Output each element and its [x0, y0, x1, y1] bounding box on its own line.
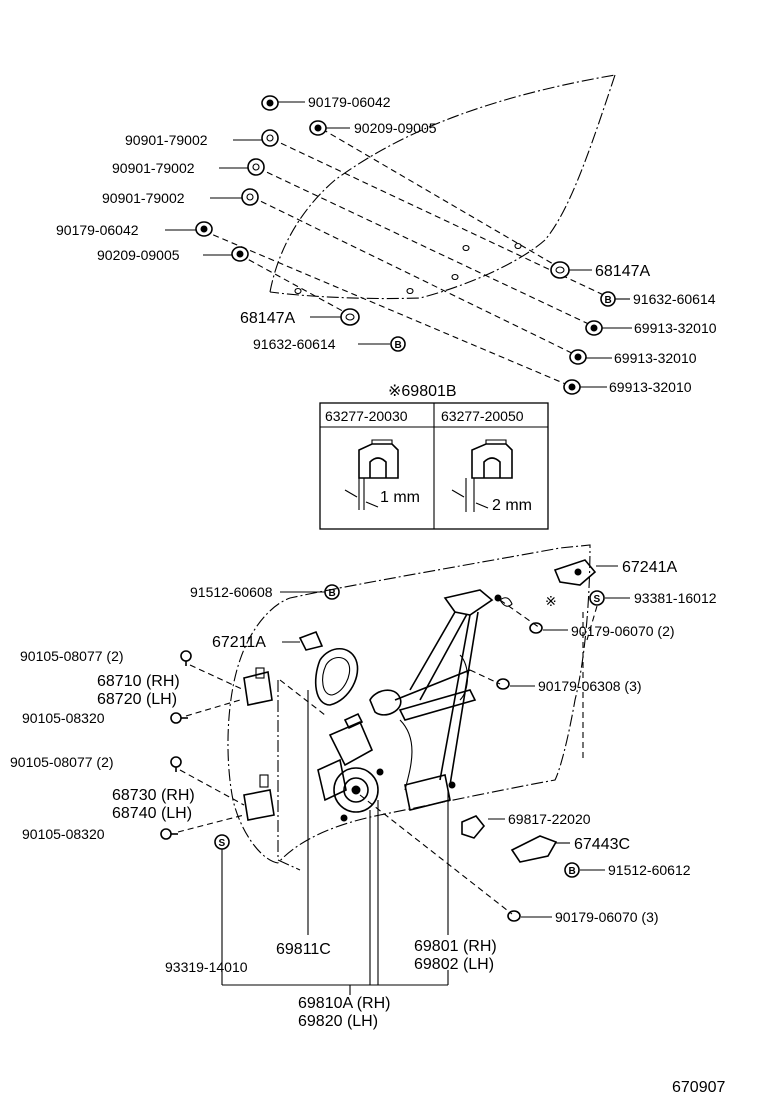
clip-69817 — [461, 815, 486, 839]
svg-text:S: S — [219, 838, 226, 849]
label-90901-79002-c: 90901-79002 — [102, 190, 185, 206]
svg-text:B: B — [569, 866, 576, 877]
label-90179-06042-a: 90179-06042 — [308, 94, 391, 110]
svg-text:B: B — [329, 588, 336, 599]
badge-b-4: B — [564, 862, 580, 878]
diagram-number: 670907 — [672, 1079, 725, 1096]
label-91632-60614-left: 91632-60614 — [253, 336, 336, 352]
motor-cover-plate — [298, 630, 359, 706]
badge-s-1: S — [589, 590, 605, 606]
label-69810a-rh: 69810A (RH) — [298, 995, 391, 1012]
label-69811c: 69811C — [276, 941, 331, 958]
top-leaders — [165, 101, 632, 388]
label-90179-06070-2: 90179-06070 (2) — [571, 623, 675, 639]
label-93319-14010: 93319-14010 — [165, 959, 248, 975]
label-69913-32010-a: 69913-32010 — [634, 320, 717, 336]
svg-text:B: B — [395, 340, 402, 351]
glass-bushings — [195, 95, 603, 395]
label-69913-32010-c: 69913-32010 — [609, 379, 692, 395]
label-90179-06042-b: 90179-06042 — [56, 222, 139, 238]
label-asterisk-mark: ※ — [545, 593, 557, 609]
label-67211a: 67211A — [212, 634, 266, 651]
bracket-67443c — [510, 835, 558, 863]
lock-bracket-67241a — [553, 559, 597, 586]
label-67241a: 67241A — [622, 559, 677, 576]
label-68730-rh: 68730 (RH) — [112, 787, 195, 804]
inset-col-right: 63277-20050 — [441, 408, 524, 424]
label-69913-32010-b: 69913-32010 — [614, 350, 697, 366]
label-90105-08320-a: 90105-08320 — [22, 710, 105, 726]
right-leaders — [280, 565, 630, 918]
bottom-leaders — [221, 690, 449, 995]
label-90105-08077-b: 90105-08077 (2) — [10, 754, 114, 770]
label-91512-60612: 91512-60612 — [608, 862, 691, 878]
label-93381-16012: 93381-16012 — [634, 590, 717, 606]
label-91632-60614-right: 91632-60614 — [633, 291, 716, 307]
badge-s-2: S — [214, 834, 230, 850]
badge-b-3: B — [324, 584, 340, 600]
badge-b-1: B — [390, 336, 406, 352]
label-67443c: 67443C — [574, 836, 630, 853]
label-90105-08320-b: 90105-08320 — [22, 826, 105, 842]
label-68147a-left: 68147A — [240, 310, 295, 327]
inset-dim-left: 1 mm — [380, 489, 420, 506]
regulator-motor — [317, 712, 384, 822]
inset-col-left: 63277-20030 — [325, 408, 408, 424]
label-69801-rh: 69801 (RH) — [414, 938, 497, 955]
hinge-bolts — [160, 650, 245, 840]
label-90179-06070-3: 90179-06070 (3) — [555, 909, 659, 925]
label-91512-60608: 91512-60608 — [190, 584, 273, 600]
shim-inset: ※69801B 63277-20030 63277-20050 1 mm 2 m… — [319, 383, 549, 530]
upper-hinge — [243, 667, 273, 706]
label-68147a-right: 68147A — [595, 263, 650, 280]
nuts-right — [496, 597, 543, 922]
svg-text:S: S — [594, 594, 601, 605]
door-glass — [269, 74, 616, 300]
label-90105-08077-a: 90105-08077 (2) — [20, 648, 124, 664]
label-90209-09005-b: 90209-09005 — [97, 247, 180, 263]
label-90901-79002-a: 90901-79002 — [125, 132, 208, 148]
label-90209-09005-a: 90209-09005 — [354, 120, 437, 136]
label-69802-lh: 69802 (LH) — [414, 956, 494, 973]
label-90901-79002-b: 90901-79002 — [112, 160, 195, 176]
svg-text:B: B — [605, 295, 612, 306]
inset-title: ※69801B — [388, 383, 457, 400]
right-dashed-leaders — [279, 599, 598, 915]
label-69820-lh: 69820 (LH) — [298, 1013, 378, 1030]
label-68710-rh: 68710 (RH) — [97, 673, 180, 690]
label-69817-22020: 69817-22020 — [508, 811, 591, 827]
lower-hinge — [243, 774, 275, 821]
window-regulator — [369, 589, 502, 811]
label-68720-lh: 68720 (LH) — [97, 691, 177, 708]
label-90179-06308-3: 90179-06308 (3) — [538, 678, 642, 694]
badge-b-2: B — [600, 291, 616, 307]
inset-dim-right: 2 mm — [492, 497, 532, 514]
label-68740-lh: 68740 (LH) — [112, 805, 192, 822]
